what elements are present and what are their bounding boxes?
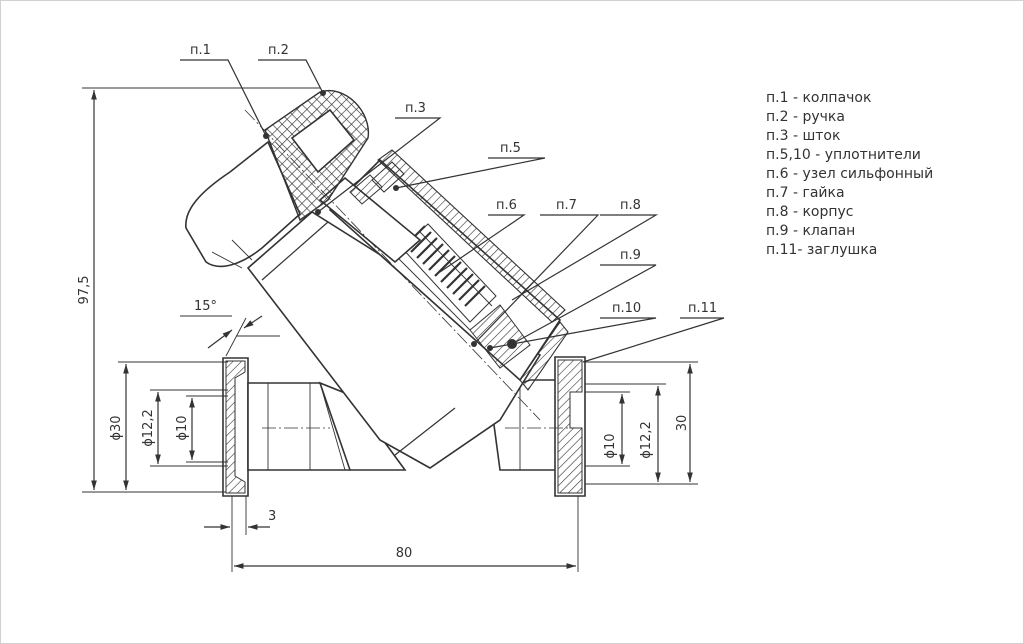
legend: п.1 - колпачок п.2 - ручка п.3 - шток п.… <box>766 90 933 258</box>
handle-cap <box>185 89 370 269</box>
legend-item: п.1 - колпачок <box>766 90 871 106</box>
legend-item: п.6 - узел сильфонный <box>766 166 933 182</box>
legend-item: п.9 - клапан <box>766 223 855 239</box>
legend-item: п.8 - корпус <box>766 204 854 220</box>
dim-d30: ϕ30 <box>109 415 124 440</box>
bonnet-assembly <box>246 149 569 469</box>
callout-p8: п.8 <box>620 198 641 213</box>
dim-d12-2-left: ϕ12,2 <box>141 409 156 447</box>
bellows <box>394 223 497 331</box>
callout-p7: п.7 <box>556 198 577 213</box>
valve-body <box>222 356 586 497</box>
callout-p1: п.1 <box>190 43 211 58</box>
dim-angle: 15° <box>194 299 217 314</box>
dim-d10-left: ϕ10 <box>175 415 190 440</box>
legend-item: п.2 - ручка <box>766 109 845 125</box>
dimensions: 97,5 ϕ30 ϕ12,2 ϕ10 ϕ10 ϕ12,2 30 <box>77 87 698 572</box>
callout-p10: п.10 <box>612 301 641 316</box>
callout-p5: п.5 <box>500 141 521 156</box>
legend-item: п.3 - шток <box>766 128 840 144</box>
dim-flange-thickness: 3 <box>268 509 276 524</box>
callout-leaders <box>180 59 725 363</box>
legend-item: п.7 - гайка <box>766 185 845 201</box>
dim-length: 80 <box>396 546 413 561</box>
dim-h30-right: 30 <box>675 415 690 432</box>
callout-p6: п.6 <box>496 198 517 213</box>
legend-item: п.11- заглушка <box>766 242 877 258</box>
callout-p3: п.3 <box>405 101 426 116</box>
callout-labels: п.1 п.2 п.3 п.5 п.6 п.7 п.8 п.9 п.10 п.1… <box>190 43 717 316</box>
dim-height-total: 97,5 <box>77 276 92 305</box>
legend-item: п.5,10 - уплотнители <box>766 147 921 163</box>
callout-p11: п.11 <box>688 301 717 316</box>
dim-d12-2-right: ϕ12,2 <box>639 421 654 459</box>
callout-p9: п.9 <box>620 248 641 263</box>
callout-p2: п.2 <box>268 43 289 58</box>
dim-d10-right: ϕ10 <box>603 433 618 458</box>
